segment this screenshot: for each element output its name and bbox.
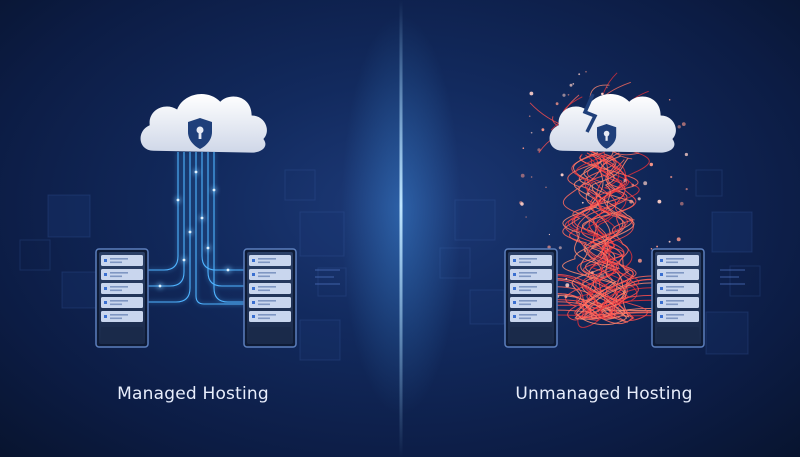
- managed-cloud-icon: [140, 94, 267, 153]
- shield-lock-icon: [188, 118, 212, 149]
- shield-lock-icon: [597, 124, 617, 149]
- managed-server-left-icon: [95, 248, 149, 348]
- unmanaged-hosting-label: Unmanaged Hosting: [515, 384, 693, 404]
- managed-connection-wires: [148, 152, 244, 306]
- background-squares: [19, 169, 761, 361]
- background-dash-lines: [315, 269, 745, 285]
- unmanaged-server-right-icon: [651, 248, 705, 348]
- managed-hosting-label: Managed Hosting: [117, 384, 269, 404]
- unmanaged-server-left-icon: [504, 248, 558, 348]
- unmanaged-cloud-icon: [549, 93, 676, 153]
- center-divider: [341, 0, 461, 457]
- managed-server-right-icon: [243, 248, 297, 348]
